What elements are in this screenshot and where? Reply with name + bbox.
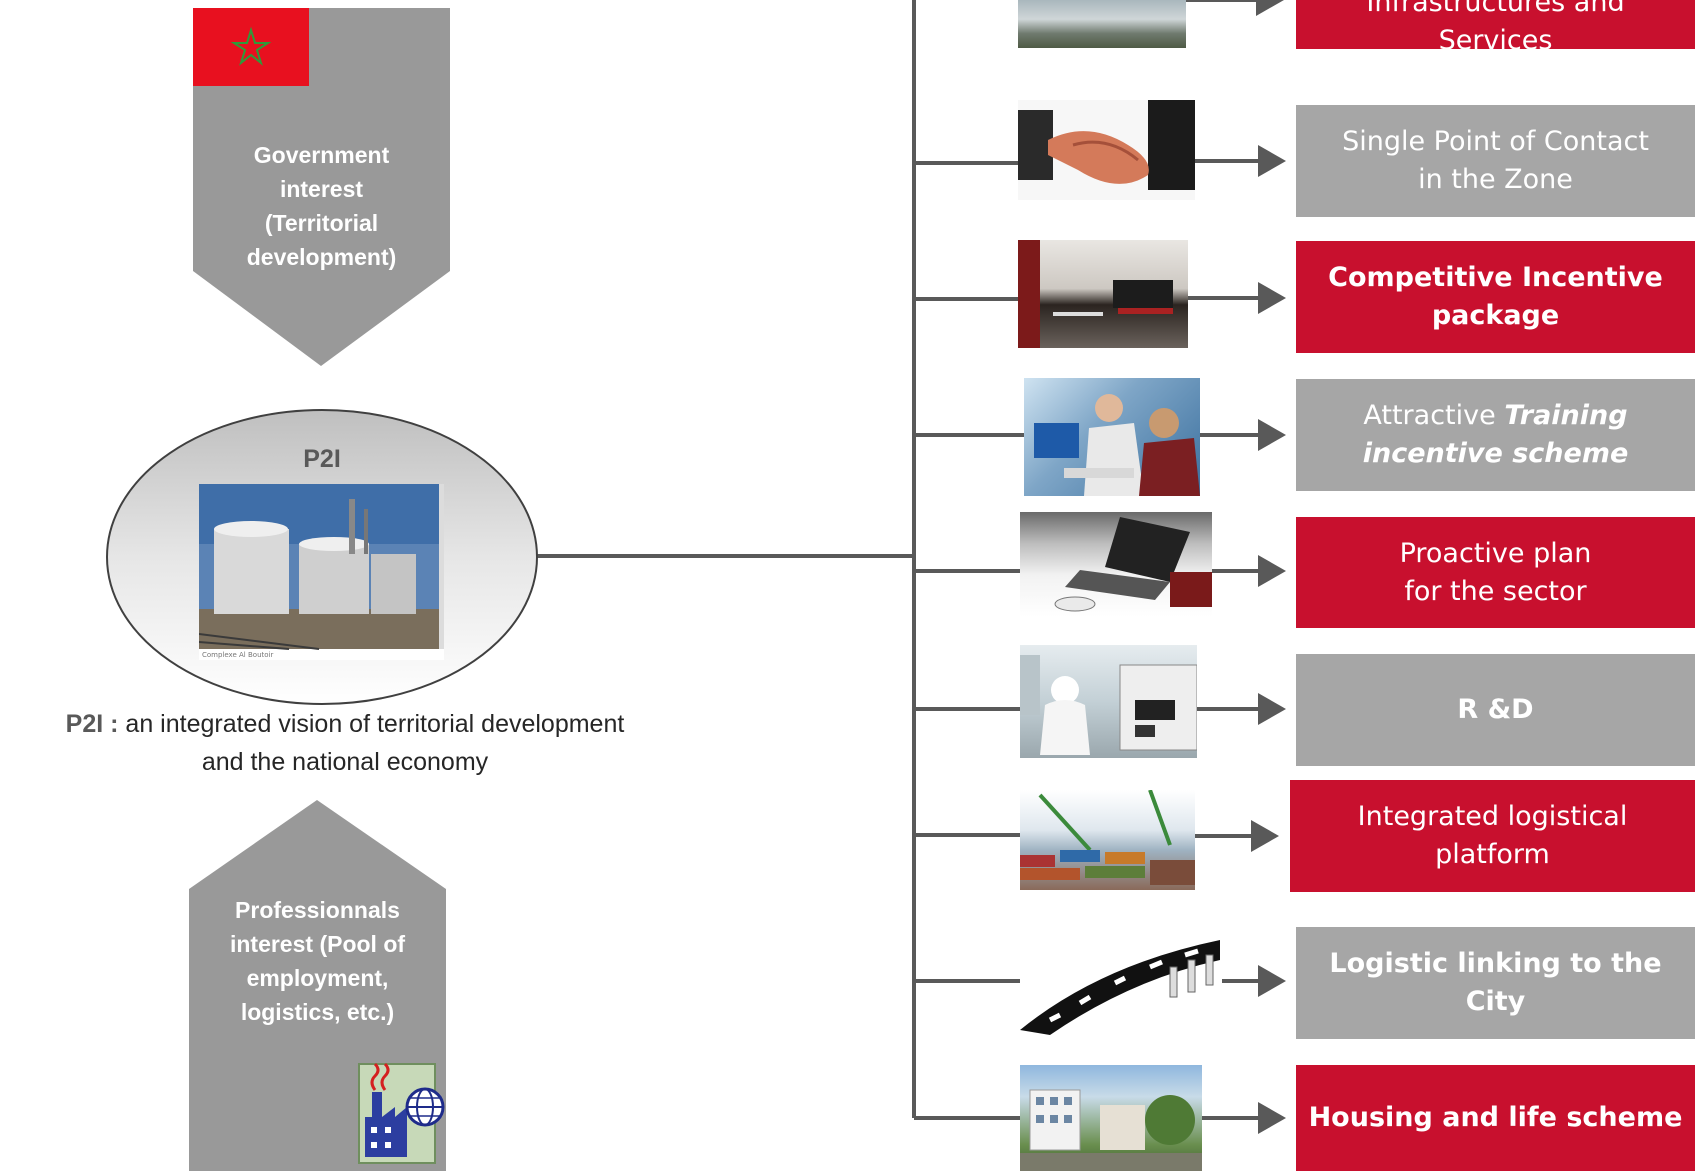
training-photo: [1024, 378, 1200, 496]
laptop-photo: [1020, 512, 1212, 617]
government-label: Government interest (Territorial develop…: [246, 142, 397, 270]
construction-photo: [1018, 0, 1186, 48]
p2i-title: P2I: [303, 445, 341, 473]
box-single-point: Single Point of Contact in the Zone: [1296, 105, 1695, 217]
refinery-photo-caption: Complexe Al Boutoir: [202, 651, 273, 659]
p2i-caption: P2I : an integrated vision of territoria…: [65, 710, 625, 776]
box-training: Attractive Training incentive scheme: [1296, 379, 1695, 491]
government-arrow: [193, 8, 450, 366]
box-incentive: Competitive Incentive package: [1296, 241, 1695, 353]
morocco-flag: [193, 8, 309, 86]
factory-globe-icon: [357, 1062, 447, 1165]
lab-photo: [1020, 645, 1197, 758]
port-photo: [1020, 790, 1195, 890]
refinery-photo: Complexe Al Boutoir: [199, 484, 444, 660]
box-housing: Housing and life scheme: [1296, 1065, 1695, 1171]
box-proactive: Proactive plan for the sector: [1296, 517, 1695, 628]
professionals-label: Professionnals interest (Pool of employm…: [229, 897, 406, 1025]
office-photo: [1018, 240, 1188, 348]
box-linking: Logistic linking to the City: [1296, 927, 1695, 1039]
handshake-photo: [1018, 100, 1195, 200]
road-icon: [1020, 935, 1222, 1035]
housing-photo: [1020, 1065, 1202, 1171]
box-logistics: Integrated logistical platform: [1290, 780, 1695, 892]
box-infrastructures: Infrastructures and Services: [1296, 0, 1695, 56]
box-rd: R &D: [1296, 654, 1695, 766]
